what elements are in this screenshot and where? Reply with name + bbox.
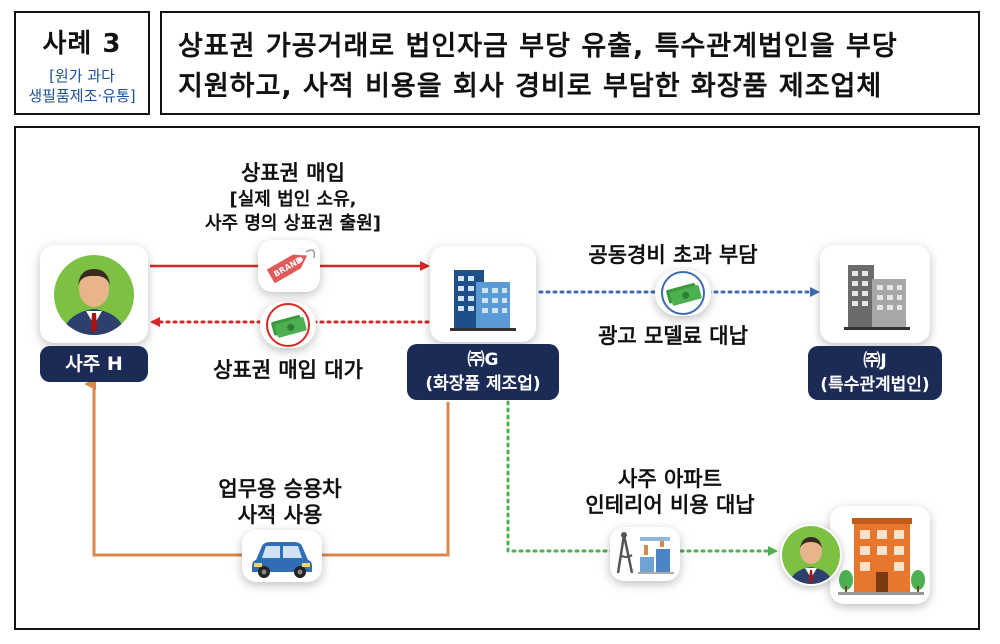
joint-expense-label: 공동경비 초과 부담 [588,243,758,267]
owner-label: 사주 H [40,346,148,382]
case-label-box: 사례 3 [원가 과다 생필품제조·유통] [14,11,150,115]
brand-tag-icon: BRAND [266,249,316,284]
car-use-desc: 사적 사용 [237,503,323,527]
interior-desc: 인테리어 비용 대납 [585,493,755,517]
office-building-icon [844,265,910,330]
trademark-purchase-note2: 사주 명의 상표권 출원] [204,213,382,234]
car-card [242,530,322,582]
headline-box: 상표권 가공거래로 법인자금 부당 유출, 특수관계법인을 부당 지원하고, 사… [160,11,980,115]
car-use-title: 업무용 승용차 [218,477,342,501]
interior-card [610,527,680,581]
case-subtitle-line1: [원가 과다 [49,67,115,85]
payment-money-badge [260,302,316,348]
company-g-industry: (화장품 제조업) [425,374,541,394]
arrow-interior [506,400,778,556]
trademark-purchase-note1: [실제 법인 소유, [229,189,357,210]
company-g-name: ㈜G [467,350,499,370]
joint-expense-money-badge [655,270,711,316]
car-icon [252,542,312,578]
company-j-name: ㈜J [863,351,887,371]
apartment-card [830,506,930,604]
office-building-icon [450,270,516,331]
businessman-avatar-icon [782,526,840,584]
interior-title: 사주 아파트 [618,467,722,491]
diagram-frame [14,126,980,630]
headline-line1: 상표권 가공거래로 법인자금 부당 유출, 특수관계법인을 부당 [178,31,898,62]
company-g-card [430,246,536,342]
brand-tag-card: BRAND [258,240,320,292]
businessman-avatar-icon [54,255,134,335]
apartment-owner-avatar [780,524,842,586]
headline-line2: 지원하고, 사적 비용을 회사 경비로 부담한 화장품 제조업체 [178,71,883,102]
owner-card [40,245,148,343]
money-icon [661,271,705,315]
company-j-relation: (특수관계법인) [820,375,930,395]
case-title: 사례 3 [42,29,122,59]
company-g-label: ㈜G (화장품 제조업) [407,344,559,400]
trademark-purchase-title: 상표권 매입 [241,161,345,185]
company-j-card [820,245,930,343]
money-icon [266,303,310,347]
ad-model-fee-label: 광고 모델료 대납 [598,324,748,348]
apartment-building-icon [838,518,925,595]
interior-tools-icon [616,532,674,574]
company-j-label: ㈜J (특수관계법인) [808,346,942,400]
case-subtitle-line2: 생필품제조·유통] [28,87,136,105]
trademark-payment-label: 상표권 매입 대가 [213,358,363,382]
